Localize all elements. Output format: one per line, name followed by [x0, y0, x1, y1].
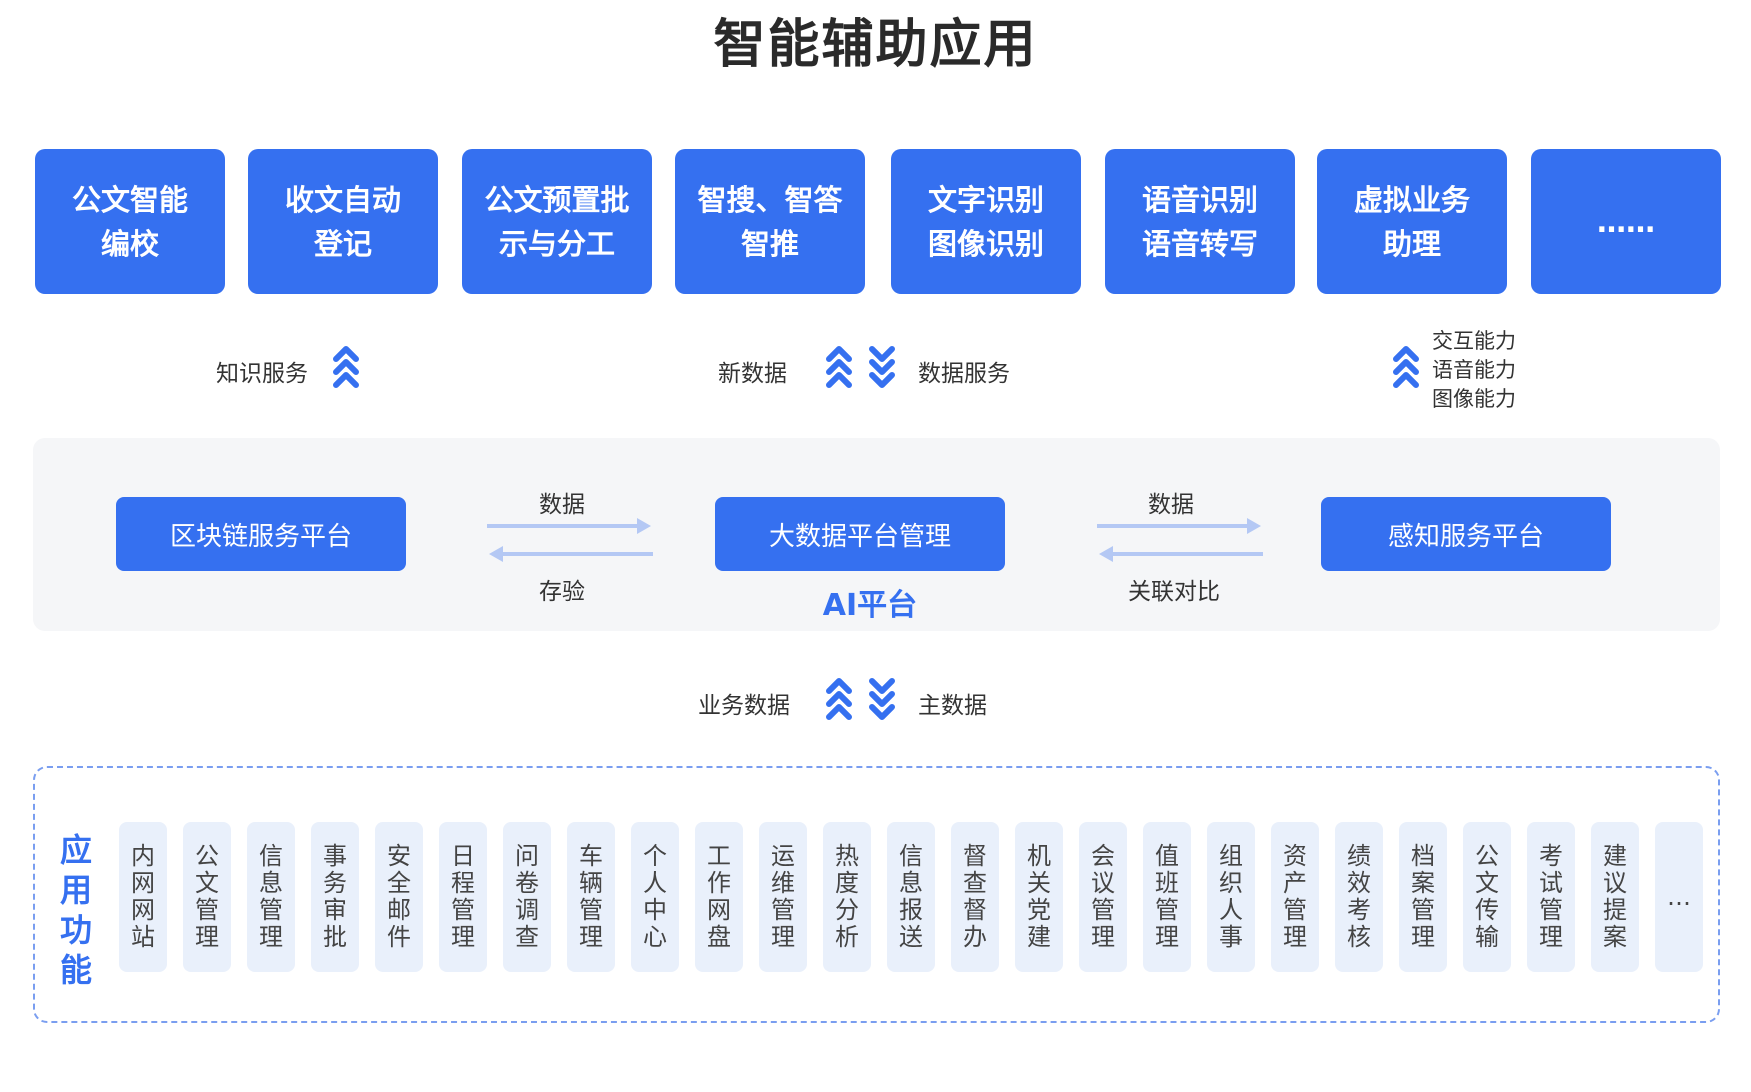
right-compare-label: 关联对比: [1128, 579, 1220, 605]
card-line-1: 智搜、智答: [697, 182, 843, 217]
card-auto-registration[interactable]: 收文自动 登记: [248, 149, 438, 294]
card-line-2: 语音转写: [1141, 226, 1258, 261]
function-item[interactable]: 个人中心: [631, 822, 679, 972]
app-functions-title: 应用功能: [59, 831, 92, 989]
page-title: 智能辅助应用: [713, 15, 1038, 75]
new-data-label: 新数据: [718, 361, 787, 387]
card-more[interactable]: ……: [1531, 149, 1721, 294]
chevron-up-icon: [826, 678, 852, 720]
card-line-1: 文字识别: [927, 182, 1044, 217]
chevron-up-icon: [333, 346, 359, 388]
function-item[interactable]: 信息报送: [887, 822, 935, 972]
chevron-up-icon: [1393, 346, 1419, 388]
business-data-label: 业务数据: [698, 693, 790, 719]
function-item[interactable]: 考试管理: [1527, 822, 1575, 972]
function-item[interactable]: 机关党建: [1015, 822, 1063, 972]
card-line-1: ……: [1597, 204, 1655, 239]
function-item[interactable]: 工作网盘: [695, 822, 743, 972]
function-item[interactable]: 档案管理: [1399, 822, 1447, 972]
data-service-label: 数据服务: [918, 361, 1010, 387]
card-line-2: 示与分工: [498, 226, 615, 261]
card-line-1: 公文预置批: [484, 182, 630, 217]
card-line-2: 编校: [100, 226, 159, 261]
bidirectional-arrow-icon: [1097, 518, 1263, 562]
card-text-image-recognition[interactable]: 文字识别 图像识别: [891, 149, 1081, 294]
card-smart-search[interactable]: 智搜、智答 智推: [675, 149, 865, 294]
function-item[interactable]: 信息管理: [247, 822, 295, 972]
chevron-down-icon: [869, 678, 895, 720]
function-item[interactable]: 资产管理: [1271, 822, 1319, 972]
function-item[interactable]: 内网网站: [119, 822, 167, 972]
function-item[interactable]: 事务审批: [311, 822, 359, 972]
card-line-1: 语音识别: [1141, 182, 1258, 217]
function-item-more[interactable]: …: [1655, 822, 1703, 972]
ai-platform-label: AI平台: [822, 588, 918, 623]
perception-platform-button[interactable]: 感知服务平台: [1321, 497, 1611, 571]
chevron-down-icon: [869, 346, 895, 388]
card-line-2: 图像识别: [927, 226, 1044, 261]
function-item[interactable]: 运维管理: [759, 822, 807, 972]
function-item[interactable]: 组织人事: [1207, 822, 1255, 972]
card-virtual-assistant[interactable]: 虚拟业务 助理: [1317, 149, 1507, 294]
function-item[interactable]: 会议管理: [1079, 822, 1127, 972]
app-functions-box: [33, 766, 1720, 1023]
function-item[interactable]: 建议提案: [1591, 822, 1639, 972]
function-item[interactable]: 公文传输: [1463, 822, 1511, 972]
right-data-label: 数据: [1148, 492, 1194, 518]
function-item[interactable]: 车辆管理: [567, 822, 615, 972]
function-item[interactable]: 日程管理: [439, 822, 487, 972]
card-line-2: 登记: [313, 226, 372, 261]
card-line-1: 收文自动: [284, 182, 401, 217]
left-data-label: 数据: [539, 492, 585, 518]
interaction-capability-label: 交互能力: [1432, 329, 1516, 353]
card-line-2: 助理: [1382, 226, 1441, 261]
card-line-1: 虚拟业务: [1353, 182, 1470, 217]
card-line-2: 智推: [740, 226, 799, 261]
voice-capability-label: 语音能力: [1432, 358, 1516, 382]
card-preset-approval[interactable]: 公文预置批 示与分工: [462, 149, 652, 294]
blockchain-platform-button[interactable]: 区块链服务平台: [116, 497, 406, 571]
function-item[interactable]: 热度分析: [823, 822, 871, 972]
function-item[interactable]: 公文管理: [183, 822, 231, 972]
function-item[interactable]: 督查督办: [951, 822, 999, 972]
function-item[interactable]: 问卷调查: [503, 822, 551, 972]
bigdata-platform-button[interactable]: 大数据平台管理: [715, 497, 1005, 571]
card-document-proofreading[interactable]: 公文智能 编校: [35, 149, 225, 294]
chevron-up-icon: [826, 346, 852, 388]
image-capability-label: 图像能力: [1432, 387, 1516, 411]
bidirectional-arrow-icon: [487, 518, 653, 562]
card-speech-recognition[interactable]: 语音识别 语音转写: [1105, 149, 1295, 294]
function-item[interactable]: 绩效考核: [1335, 822, 1383, 972]
knowledge-service-label: 知识服务: [216, 361, 308, 387]
function-item[interactable]: 安全邮件: [375, 822, 423, 972]
function-item[interactable]: 值班管理: [1143, 822, 1191, 972]
card-line-1: 公文智能: [71, 182, 188, 217]
left-storage-label: 存验: [539, 579, 585, 605]
master-data-label: 主数据: [918, 693, 987, 719]
